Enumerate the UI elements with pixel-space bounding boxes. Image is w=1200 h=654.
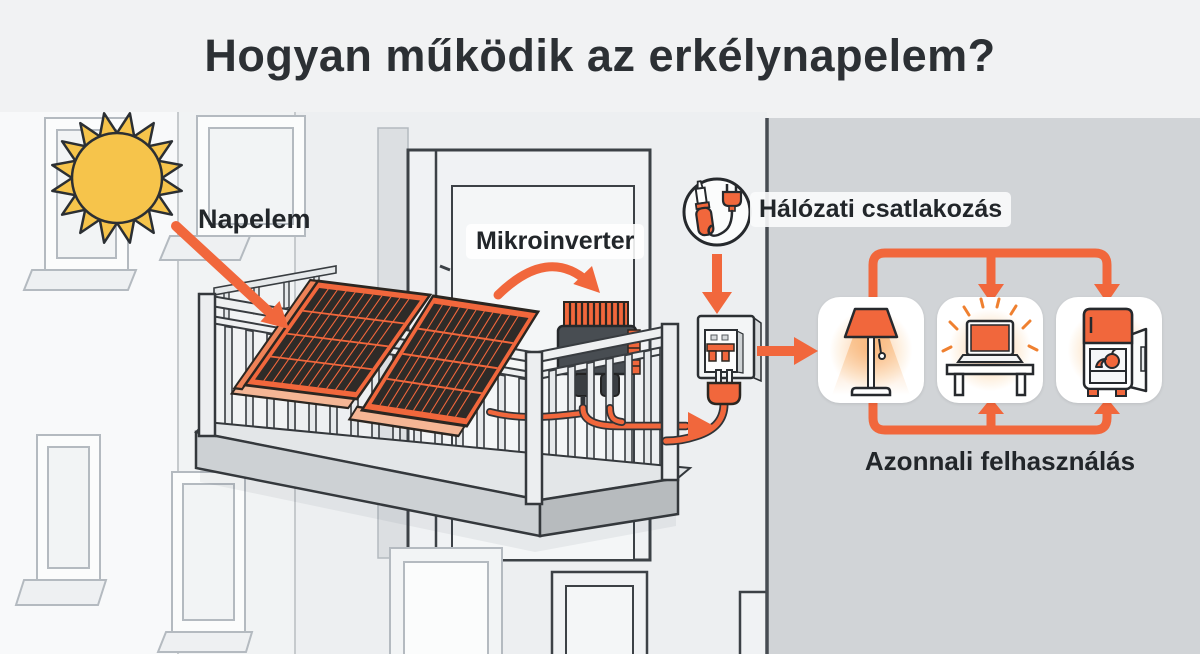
window xyxy=(14,434,108,606)
lamp-card xyxy=(818,297,924,403)
napelem-arrow xyxy=(171,221,289,329)
sun-icon xyxy=(51,112,183,244)
page-title: Hogyan működik az erkélynapelem? xyxy=(204,30,996,81)
lamp-icon xyxy=(832,307,910,397)
power-cable xyxy=(486,403,691,431)
mikroinverter-arrow xyxy=(493,262,600,300)
screwdriver-plug-icon xyxy=(682,177,752,247)
window xyxy=(158,115,306,261)
socket-down-arrow xyxy=(702,254,732,314)
solar-panel-icon xyxy=(229,278,541,438)
window xyxy=(550,570,649,654)
power-plug-icon xyxy=(661,369,742,446)
socket-right-arrow xyxy=(757,337,818,365)
window xyxy=(389,547,503,654)
balcony xyxy=(193,265,693,552)
laptop-card xyxy=(937,297,1043,403)
fridge-card xyxy=(1056,297,1162,403)
fridge-icon xyxy=(1082,307,1148,397)
grid-connection-label: Hálózati csatlakozás xyxy=(750,192,1012,227)
immediate-use-label: Azonnali felhasználás xyxy=(864,446,1136,476)
solar-panel-label: Napelem xyxy=(198,204,311,234)
microinverter-label: Mikroinverter xyxy=(466,224,645,259)
wall-socket-icon xyxy=(696,314,762,383)
window xyxy=(156,471,254,653)
cable-arrowhead xyxy=(688,412,714,440)
laptop-icon xyxy=(941,297,1039,397)
